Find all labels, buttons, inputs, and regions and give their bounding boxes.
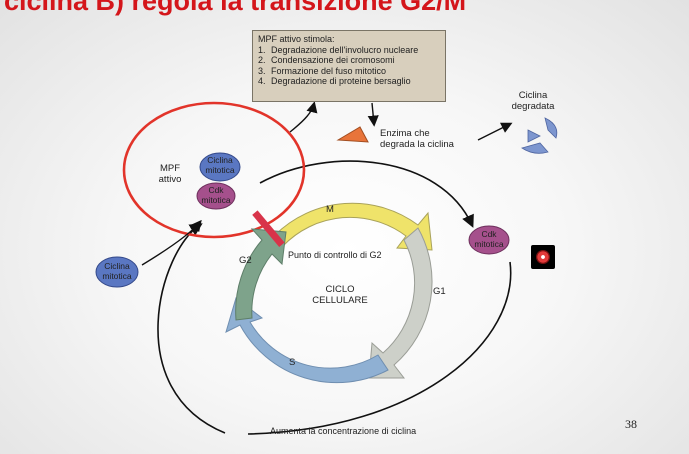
mpf-cyclin-shape — [199, 152, 241, 182]
free-cdk-shape — [468, 225, 510, 255]
cycle-ring — [225, 202, 433, 384]
enzyme-label: Enzima che degrada la ciclina — [380, 128, 454, 150]
g2-checkpoint-bar — [252, 210, 285, 248]
mpf-effects-header: MPF attivo stimola: — [258, 34, 335, 44]
slide-title: ciclina B) regola la transizione G2/M — [4, 0, 467, 16]
g2-checkpoint-label: Punto di controllo di G2 — [288, 250, 382, 260]
enzyme-shape — [336, 126, 369, 143]
free-cdk-label: Cdk mitotica — [474, 229, 504, 249]
mpf-cdk-shape — [196, 182, 236, 210]
incoming-cyclin-label: Ciclina mitotica — [102, 261, 132, 281]
mpf-effect-item: 1.Degradazione dell'involucro nucleare — [258, 44, 419, 55]
record-icon — [536, 250, 550, 264]
mpf-effects-box: MPF attivo stimola: 1.Degradazione dell'… — [252, 30, 446, 102]
enzyme-to-degraded-arrow — [477, 122, 513, 141]
mpf-effect-item: 3.Formazione del fuso mitotico — [258, 65, 387, 76]
phase-g1-arrow — [368, 227, 433, 379]
degradation-path — [259, 160, 474, 228]
mpf-cyclin-label: Ciclina mitotica — [205, 155, 235, 175]
phase-g1-label: G1 — [433, 286, 446, 297]
mpf-effect-item: 4.Degradazione di proteine bersaglio — [258, 76, 411, 86]
degraded-cyclin-shape — [521, 117, 558, 154]
mpf-effects-list: 1.Degradazione dell'involucro nucleare 2… — [258, 45, 440, 87]
incoming-cyclin-shape — [95, 256, 139, 288]
degraded-cyclin-label: Ciclina degradata — [511, 90, 555, 112]
cycle-center-label: CICLO CELLULARE — [312, 284, 368, 306]
record-button[interactable] — [531, 245, 555, 269]
cyclin-increase-label: Aumenta la concentrazione di ciclina — [270, 426, 417, 436]
phase-g2-arrow — [235, 228, 287, 321]
mpf-active-circle — [122, 101, 306, 239]
phase-m-arrow — [274, 202, 433, 251]
phase-s-label: S — [289, 357, 296, 368]
phase-g2-label: G2 — [239, 255, 252, 266]
cyclin-to-mpf-arrow — [141, 219, 202, 266]
mpf-effect-item: 2.Condensazione dei cromosomi — [258, 55, 395, 65]
phase-m-label: M — [326, 204, 334, 215]
mpf-cdk-label: Cdk mitotica — [201, 185, 231, 205]
mpf-attivo-label: MPF attivo — [158, 163, 182, 185]
outer-cycle-arrow — [157, 223, 226, 434]
page-number: 38 — [625, 417, 637, 431]
cdk-return-path — [247, 261, 512, 435]
box-to-enzyme-arrow — [367, 102, 379, 127]
mpf-to-box-arrow — [289, 101, 318, 133]
